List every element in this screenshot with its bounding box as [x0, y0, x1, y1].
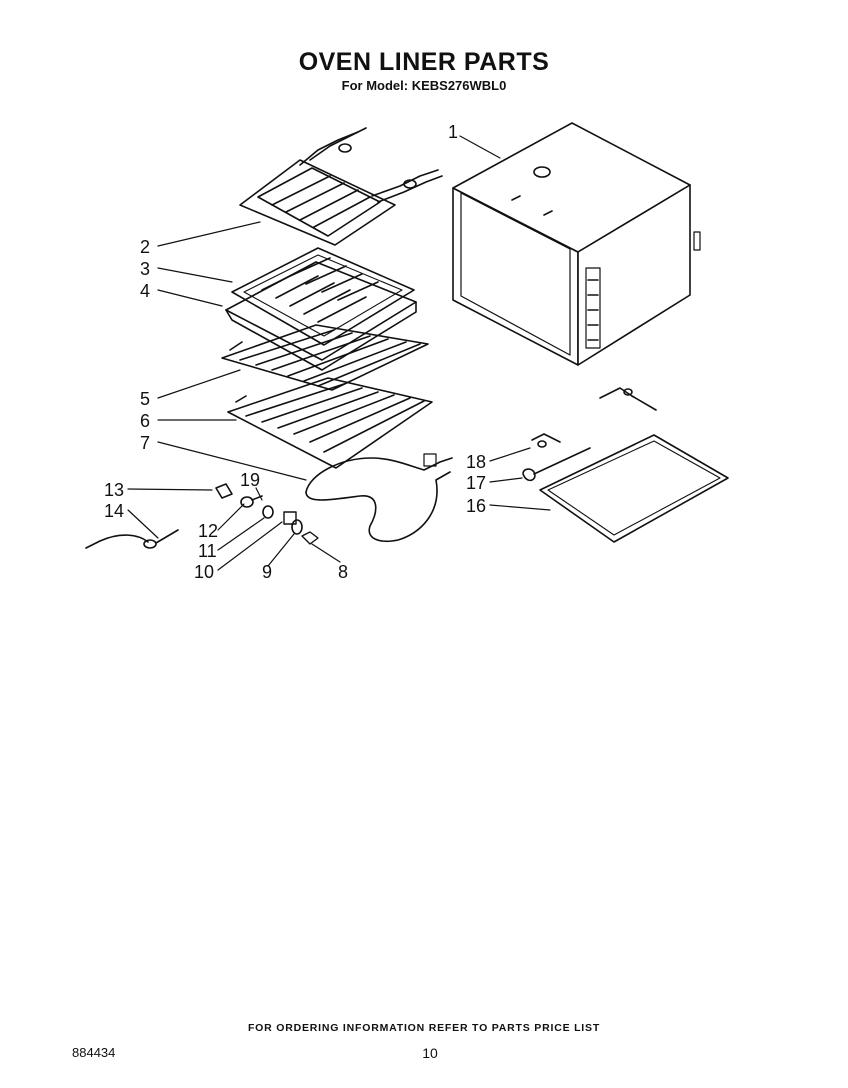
oven-rack-upper [221, 324, 429, 391]
leader-lines [127, 135, 551, 571]
callout-13: 13 [104, 480, 124, 500]
ordering-note: FOR ORDERING INFORMATION REFER TO PARTS … [247, 1022, 601, 1034]
callout-1: 1 [448, 122, 458, 142]
oven-rack-lower [227, 377, 433, 469]
callout-11: 11 [198, 541, 217, 561]
callout-5: 5 [140, 389, 150, 409]
document-number: 884434 [72, 1045, 116, 1060]
fastener-hardware [240, 495, 319, 545]
broil-element [239, 127, 443, 246]
callout-16: 16 [466, 496, 486, 516]
exploded-parts-diagram: 1 2 3 4 5 6 7 8 9 10 11 12 13 14 16 17 1… [85, 122, 729, 582]
callout-3: 3 [140, 259, 150, 279]
callout-4: 4 [140, 281, 150, 301]
page-title: OVEN LINER PARTS [298, 48, 550, 76]
callout-10: 10 [194, 562, 214, 582]
callout-8: 8 [338, 562, 348, 582]
callout-7: 7 [140, 433, 150, 453]
bracket-clip [215, 483, 233, 499]
page-number: 10 [422, 1045, 438, 1061]
model-subtitle: For Model: KEBS276WBL0 [341, 78, 507, 93]
callout-18: 18 [466, 452, 486, 472]
oven-liner-box [452, 122, 701, 366]
callout-9: 9 [262, 562, 272, 582]
terminal-brackets [522, 387, 657, 482]
callout-6: 6 [140, 411, 150, 431]
lower-panel [539, 434, 729, 543]
broiler-pan-grid [231, 247, 415, 346]
callout-2: 2 [140, 237, 150, 257]
oven-sensor [85, 529, 179, 549]
callout-labels: 1 2 3 4 5 6 7 8 9 10 11 12 13 14 16 17 1… [104, 122, 486, 582]
callout-19: 19 [240, 470, 260, 490]
bake-element [305, 453, 453, 542]
callout-12: 12 [198, 521, 218, 541]
callout-14: 14 [104, 501, 124, 521]
callout-17: 17 [466, 473, 486, 493]
